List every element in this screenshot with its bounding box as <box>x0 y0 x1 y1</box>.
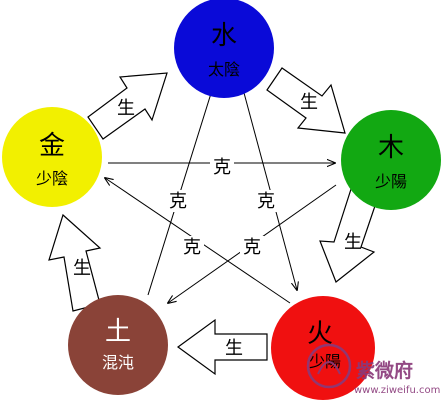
element-metal: 金 少陰 <box>2 107 102 207</box>
control-line-water-fire <box>239 77 297 290</box>
metal-circle <box>2 107 102 207</box>
metal-sub: 少陰 <box>36 169 68 188</box>
watermark-logo-icon <box>306 343 352 389</box>
watermark-url: www.ziweifu.com <box>354 385 440 396</box>
water-sub: 太陰 <box>208 60 240 79</box>
water-name: 水 <box>211 21 237 51</box>
earth-name: 土 <box>105 317 131 347</box>
generate-label: 生 <box>225 338 243 359</box>
generate-arrow-earth-metal: 生 <box>48 213 102 312</box>
metal-name: 金 <box>39 131 65 161</box>
control-label: 克 <box>183 237 201 258</box>
generate-label: 生 <box>117 98 135 119</box>
control-labels: 克 克 克 克 克 <box>166 155 278 258</box>
generate-arrow-water-wood: 生 <box>266 67 346 134</box>
element-water: 水 太陰 <box>174 0 274 98</box>
generate-label: 生 <box>344 232 362 253</box>
control-label: 克 <box>243 237 261 258</box>
control-label: 克 <box>169 191 187 212</box>
water-circle <box>174 0 274 98</box>
fire-sub: 少陽 <box>309 352 341 371</box>
wood-circle <box>341 110 441 210</box>
generate-label: 生 <box>73 258 91 279</box>
generate-label: 生 <box>300 92 318 113</box>
element-wood: 木 少陽 <box>341 110 441 210</box>
generate-arrow-metal-water: 生 <box>87 72 168 140</box>
watermark-brand: 紫微府 <box>356 359 413 382</box>
earth-circle <box>68 295 168 395</box>
generate-arrow-fire-earth: 生 <box>176 318 268 376</box>
control-label: 克 <box>213 157 231 178</box>
earth-sub: 混沌 <box>102 353 134 372</box>
wood-name: 木 <box>378 133 404 163</box>
wood-sub: 少陽 <box>375 172 407 191</box>
watermark: 紫微府 www.ziweifu.com <box>306 343 440 396</box>
control-label: 克 <box>257 191 275 212</box>
element-earth: 土 混沌 <box>68 295 168 395</box>
generate-arrow-wood-fire: 生 <box>319 185 378 283</box>
